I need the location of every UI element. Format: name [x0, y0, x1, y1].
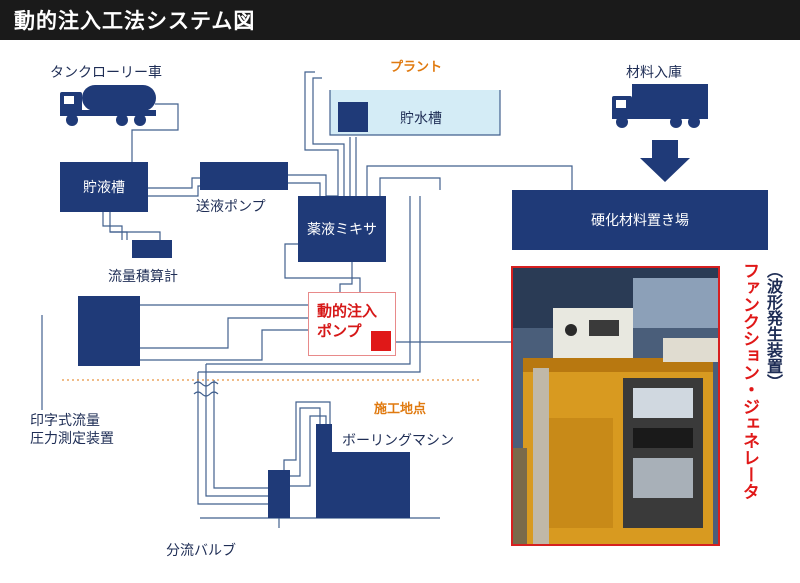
transfer-pump-label: 送液ポンプ: [196, 199, 266, 215]
storage-box: 硬化材料置き場: [512, 190, 768, 250]
valve-label: 分流バルブ: [166, 543, 236, 559]
pipe-down-valve-2: [205, 364, 268, 497]
pipe-tank-pump-upper: [148, 177, 200, 189]
pipe-right-loop: [198, 196, 421, 373]
mixer-label: 薬液ミキサ: [307, 222, 377, 238]
flow-meter-box: [132, 240, 172, 258]
pipe-plant-mixer-2: [312, 77, 345, 198]
liquid-tank-label: 貯液槽: [83, 180, 125, 196]
pipe-pump-recorder-3: [140, 329, 308, 361]
transfer-pump-box: [200, 162, 288, 190]
diagram-title: 動的注入工法システム図: [14, 9, 256, 33]
water-tank-label: 貯水槽: [400, 111, 442, 127]
pipe-pump-mixer-1: [288, 174, 338, 197]
boring-machine-shape: [316, 424, 410, 518]
pump-label: 動的注入 ポンプ: [317, 302, 378, 340]
wave-device-label: （波形発生装置）: [764, 262, 783, 390]
pipe-pump-recorder-2: [140, 317, 308, 349]
pipe-valve-boring-2: [290, 415, 327, 487]
plant-label: プラント: [390, 60, 443, 75]
water-tank-shape: [329, 90, 501, 136]
title-bar: 動的注入工法システム図: [0, 0, 800, 40]
truck-icon: [612, 84, 708, 128]
pump-box: 動的注入 ポンプ: [308, 292, 396, 356]
tank-truck-label: タンクローリー車: [50, 65, 162, 81]
tank-truck-icon: [60, 85, 156, 126]
recorder-label: 印字式流量 圧力測定装置: [30, 413, 114, 447]
flow-meter-label: 流量積算計: [108, 269, 178, 285]
liquid-tank-box: 貯液槽: [60, 162, 148, 212]
recorder-box: [78, 296, 140, 366]
material-receiving-label: 材料入庫: [626, 65, 682, 81]
pump-indicator: [371, 331, 391, 351]
site-label: 施工地点: [374, 402, 427, 417]
pipe-tank-meter: [102, 212, 123, 240]
down-arrow-icon: [640, 140, 690, 182]
pipe-down-valve-1: [197, 372, 268, 505]
boring-machine-label: ボーリングマシン: [342, 433, 454, 449]
pipe-mixer-pump-1: [284, 243, 361, 292]
pipe-mixer-storage-1: [366, 165, 573, 206]
valve-shape: [268, 470, 290, 518]
function-generator-label: ファンクション・ジェネレータ: [739, 262, 759, 500]
water-pump-box: [338, 102, 368, 132]
pipe-valve-boring-1: [290, 407, 321, 477]
pipe-right-loop-2: [206, 196, 411, 365]
pipe-tank-pump-lower: [148, 185, 200, 197]
pipe-down-valve-3: [213, 380, 268, 489]
function-generator-photo: [511, 266, 720, 546]
pipe-mixer-storage-2: [379, 177, 441, 196]
mixer-box: 薬液ミキサ: [298, 196, 386, 262]
pipe-truck-tank: [131, 103, 179, 162]
storage-label: 硬化材料置き場: [591, 213, 689, 229]
break-marks: [193, 381, 219, 397]
pipe-plant-mixer-1: [304, 71, 339, 198]
pipe-mixer-pump-2: [339, 262, 353, 292]
pipe-valve-boring-3: [283, 401, 331, 472]
